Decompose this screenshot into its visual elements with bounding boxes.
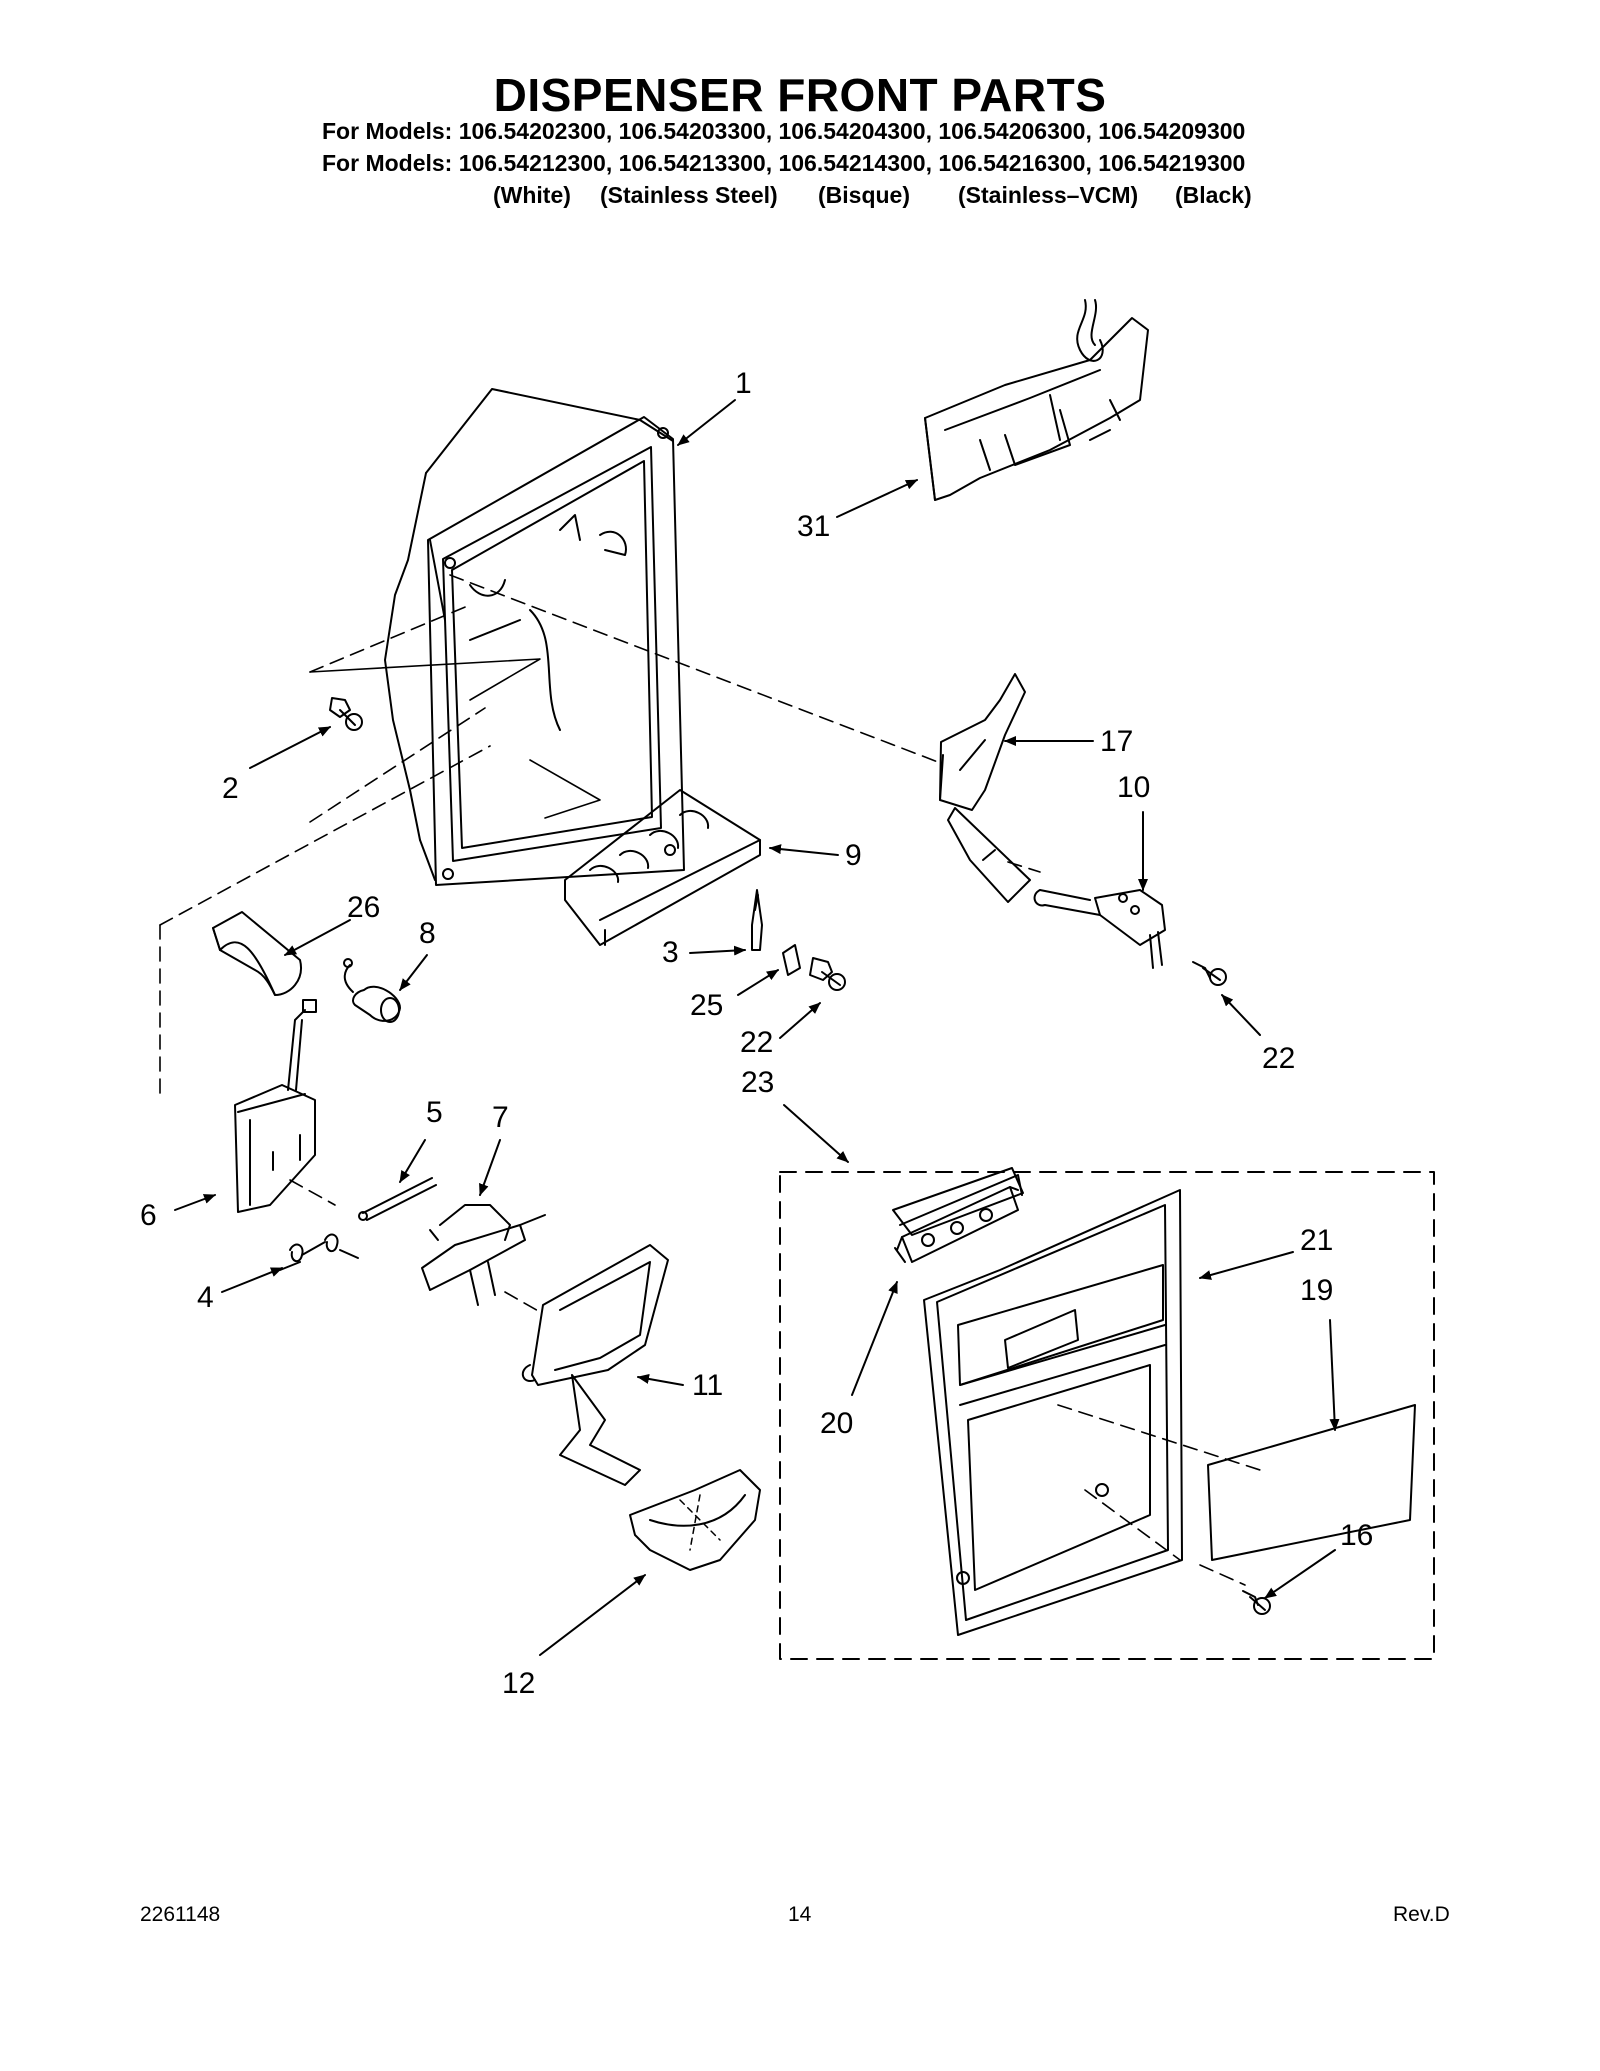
callout-23: 23 xyxy=(741,1066,774,1099)
callout-12: 12 xyxy=(502,1667,535,1700)
part-9-chute-guide xyxy=(564,789,761,946)
part-26-clip xyxy=(212,911,302,996)
part-12-drip-tray xyxy=(629,1469,761,1571)
screw-22-right xyxy=(1192,961,1227,986)
part-21-front-panel xyxy=(923,1189,1183,1636)
callout-7: 7 xyxy=(492,1101,509,1134)
color-white: (White) xyxy=(493,182,571,208)
part-20-control-board xyxy=(892,1167,1024,1263)
part-25-plate xyxy=(782,944,801,976)
callout-labels: 1 31 17 10 2 9 26 8 3 25 22 22 23 5 7 6 … xyxy=(140,367,1373,1700)
color-black: (Black) xyxy=(1175,182,1252,208)
callout-19: 19 xyxy=(1300,1274,1333,1307)
callout-26: 26 xyxy=(347,891,380,924)
models-line-1: For Models: 106.54202300, 106.54203300, … xyxy=(322,118,1246,144)
callout-11: 11 xyxy=(692,1369,723,1402)
part-5-rod xyxy=(358,1177,437,1221)
callout-25: 25 xyxy=(690,989,723,1022)
callout-31: 31 xyxy=(797,510,830,543)
callout-10: 10 xyxy=(1117,771,1150,804)
part-7-solenoid-assembly xyxy=(421,1204,546,1306)
color-stainless-steel: (Stainless Steel) xyxy=(600,182,778,208)
part-3-spring xyxy=(751,889,763,951)
callout-1: 1 xyxy=(735,367,752,400)
document-number: 2261148 xyxy=(140,1903,221,1926)
callout-16: 16 xyxy=(1340,1519,1373,1552)
part-23-kit-boundary xyxy=(779,1171,1435,1660)
callout-5: 5 xyxy=(426,1096,443,1129)
screw-16 xyxy=(1242,1590,1271,1615)
shelf-outline xyxy=(309,658,541,701)
callout-4: 4 xyxy=(197,1281,214,1314)
callout-22-right: 22 xyxy=(1262,1042,1295,1075)
screw-2 xyxy=(329,697,363,731)
part-10-lever-arm xyxy=(1033,889,1166,969)
part-6-switch xyxy=(234,999,317,1213)
part-31-control-module xyxy=(924,299,1149,501)
part-4-spring xyxy=(279,1233,359,1271)
models-line-2: For Models: 106.54212300, 106.54213300, … xyxy=(322,150,1246,176)
callout-2: 2 xyxy=(222,772,239,805)
callout-21: 21 xyxy=(1300,1224,1333,1257)
callout-6: 6 xyxy=(140,1199,157,1232)
guide-lines xyxy=(159,574,1261,1586)
screw-22-left xyxy=(809,957,846,991)
part-8-solenoid xyxy=(343,958,401,1023)
leader-lines xyxy=(174,399,1340,1656)
callout-20: 20 xyxy=(820,1407,853,1440)
callout-17: 17 xyxy=(1100,725,1133,758)
color-bisque: (Bisque) xyxy=(818,182,910,208)
color-stainless-vcm: (Stainless–VCM) xyxy=(958,182,1139,208)
part-1-dispenser-housing xyxy=(384,388,685,886)
page-number: 14 xyxy=(788,1903,812,1926)
shelf-outline-2 xyxy=(529,759,601,819)
revision: Rev.D xyxy=(1393,1903,1450,1926)
callout-8: 8 xyxy=(419,917,436,950)
part-11-paddle xyxy=(521,1244,669,1486)
part-19-trim-strip xyxy=(1207,1404,1416,1561)
page-title: DISPENSER FRONT PARTS xyxy=(493,69,1107,121)
part-17-actuator xyxy=(939,673,1031,903)
callout-22-left: 22 xyxy=(740,1026,773,1059)
callout-9: 9 xyxy=(845,839,862,872)
callout-3: 3 xyxy=(662,936,679,969)
